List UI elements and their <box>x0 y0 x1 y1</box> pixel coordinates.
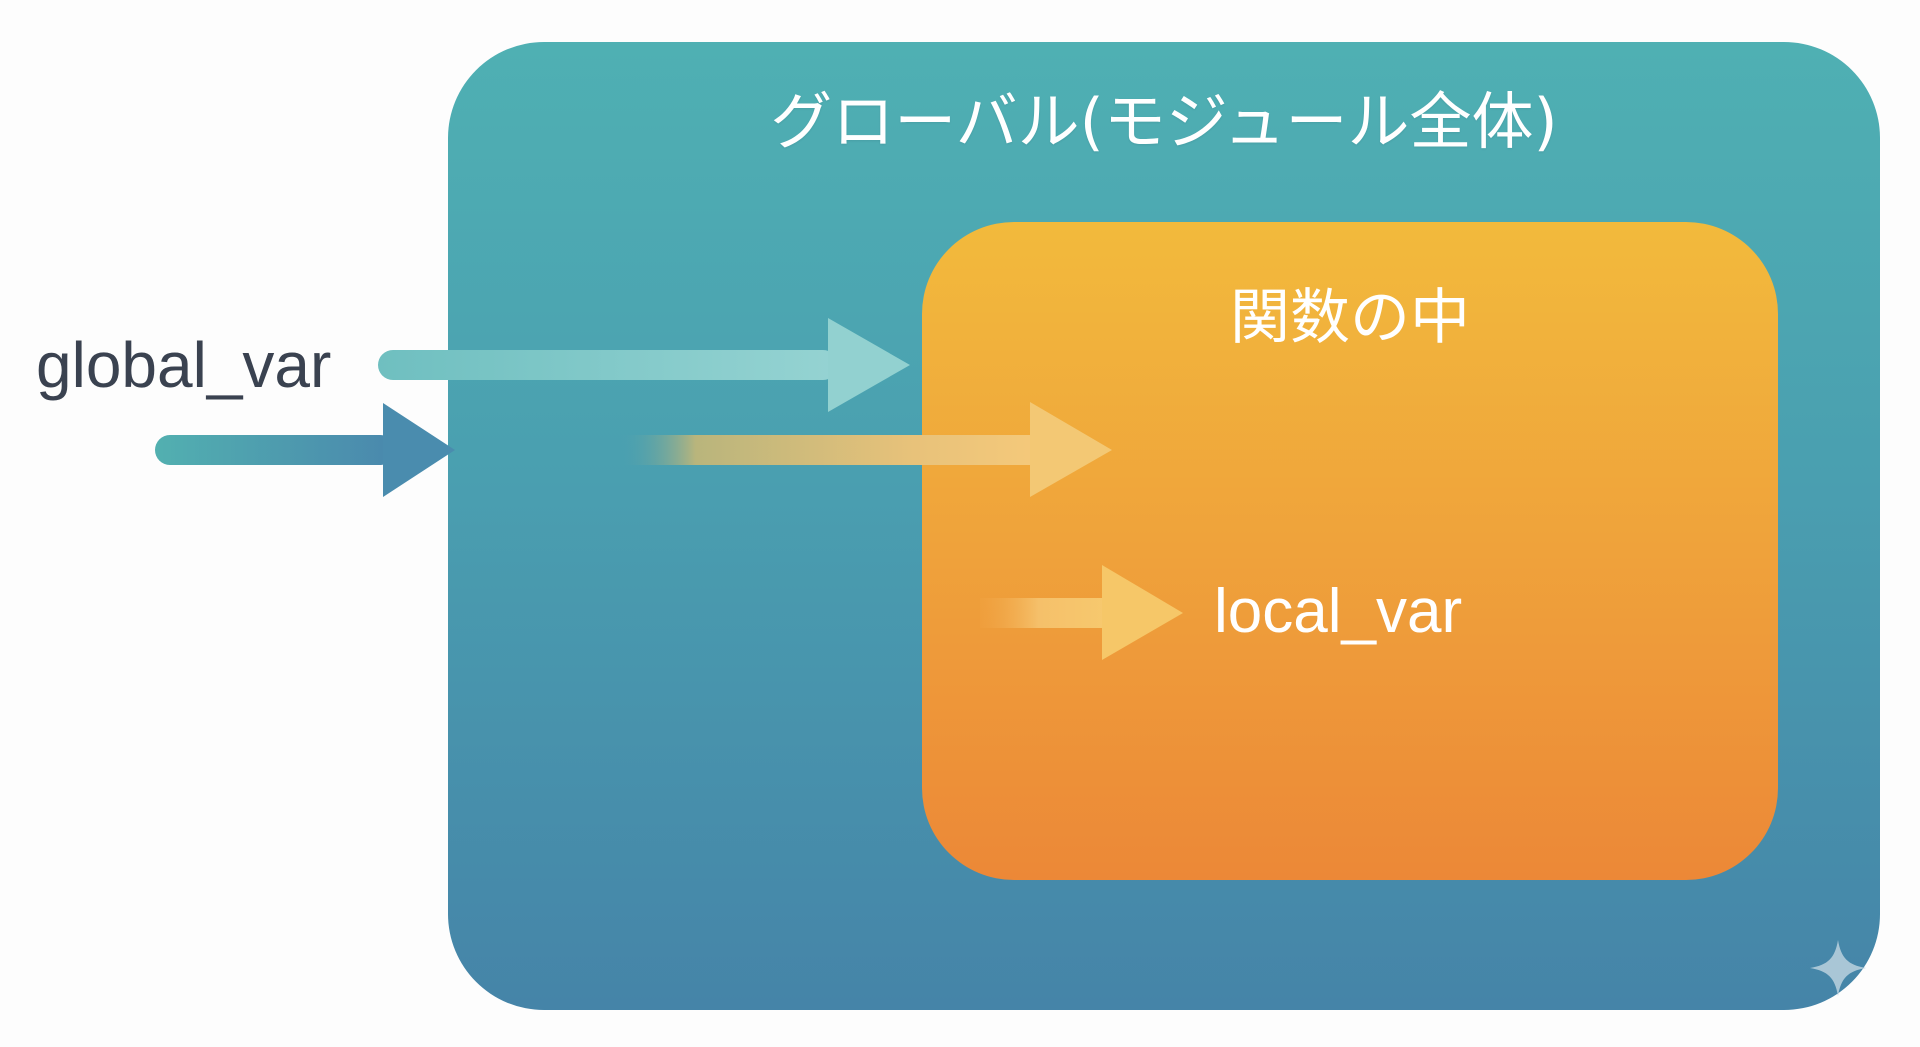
global-scope-title: グローバル(モジュール全体) <box>770 85 1558 158</box>
function-scope-box <box>922 222 1778 880</box>
global-to-function-gradient-arrow <box>620 402 1112 497</box>
sparkle-icon <box>1810 940 1866 996</box>
function-scope-title: 関数の中 <box>1230 283 1470 353</box>
global-var-label: global_var <box>36 329 332 401</box>
local-var-label: local_var <box>1214 577 1463 646</box>
into-global-scope-arrow <box>155 403 455 497</box>
local-var-arrow <box>980 565 1183 660</box>
global-var-into-function-arrow <box>378 318 910 412</box>
